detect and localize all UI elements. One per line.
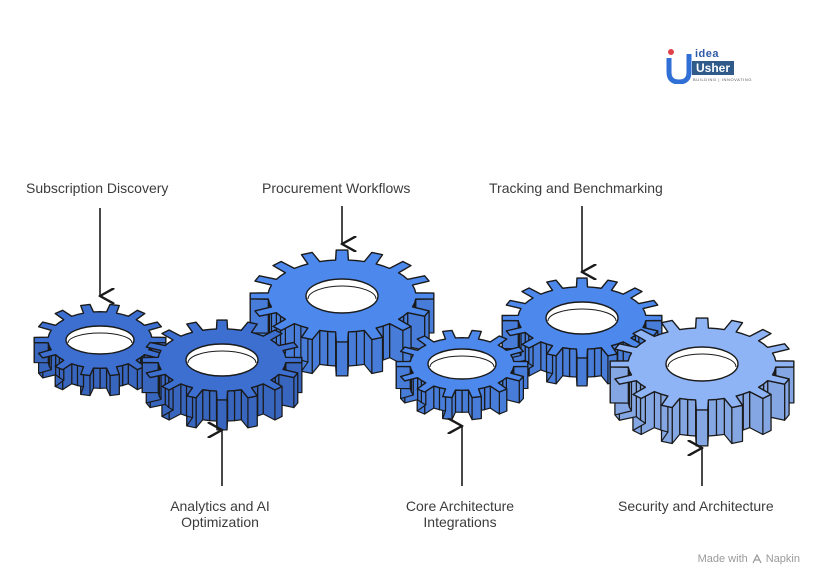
label-core-architecture: Core Architecture Integrations [395,498,525,530]
label-analytics-ai: Analytics and AI Optimization [160,498,280,530]
napkin-icon [752,554,762,564]
footer-credit: Made with Napkin [698,553,800,565]
label-procurement-workflows: Procurement Workflows [262,180,411,196]
brand-logo: idea Usher BUILDING | INNOVATING [664,46,760,86]
logo-mark-icon [666,49,692,84]
logo-word-usher: Usher [692,61,735,75]
gear-security [609,317,795,447]
label-core-line2: Integrations [423,514,497,530]
logo-word-idea: idea [695,48,720,60]
footer-made-with: Made with [697,553,748,565]
label-analytics-line1: Analytics and AI [170,498,270,514]
logo-tagline: BUILDING | INNOVATING [693,77,753,82]
label-analytics-line2: Optimization [181,514,259,530]
label-security-architecture: Security and Architecture [618,498,774,514]
footer-brand: Napkin [765,553,800,565]
gear-tracking [501,277,663,387]
label-tracking-benchmarking: Tracking and Benchmarking [489,180,663,196]
label-core-line1: Core Architecture [405,498,515,514]
gear-core [395,329,529,421]
gear-analytics [141,319,303,431]
label-subscription-discovery: Subscription Discovery [26,180,169,196]
